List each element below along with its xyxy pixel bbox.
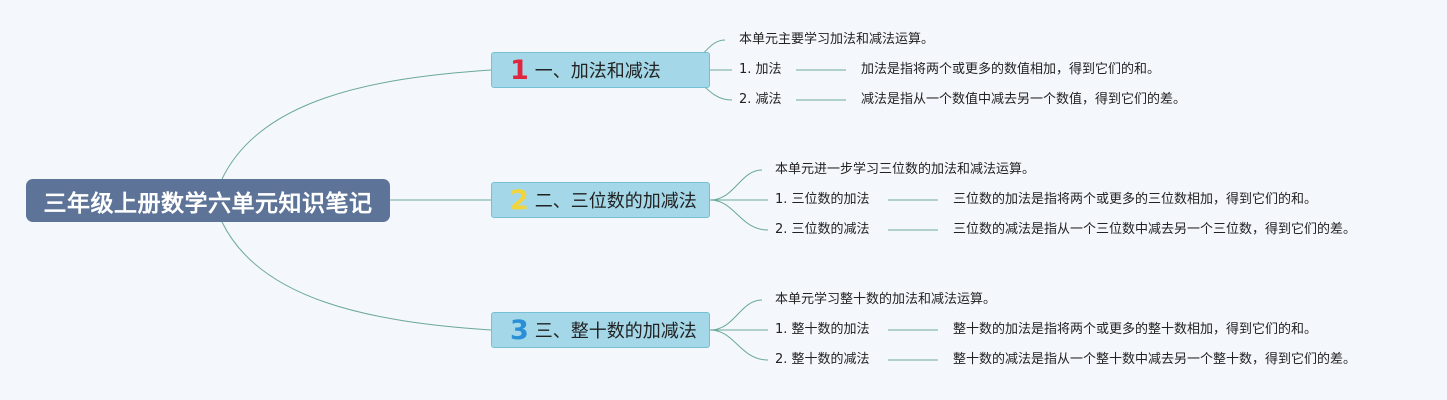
branch-3-topic[interactable]: 3 三、整十数的加减法	[491, 312, 710, 348]
branch-1-item-1-desc: 加法是指将两个或更多的数值相加，得到它们的和。	[861, 62, 1161, 77]
branch-3-to-item-2-line	[709, 329, 769, 361]
branch-3-to-intro-line	[709, 299, 763, 331]
branch-2-title: 二、三位数的加减法	[534, 191, 697, 212]
number-2-icon: 2	[510, 184, 529, 216]
branch-1-item-2-name: 2. 减法	[739, 92, 782, 107]
number-3-icon: 3	[510, 314, 529, 346]
root-to-branch-1-line	[221, 69, 492, 180]
branch-1-item-1-name: 1. 加法	[739, 62, 782, 77]
branch-2-item-2-name: 2. 三位数的减法	[775, 222, 870, 237]
branch-3-item-2-name: 2. 整十数的减法	[775, 352, 870, 367]
branch-3-item-1-name: 1. 整十数的加法	[775, 322, 870, 337]
branch-3-title: 三、整十数的加减法	[534, 321, 697, 342]
branch-1-topic[interactable]: 1 一、加法和减法	[491, 52, 710, 88]
root-topic[interactable]: 三年级上册数学六单元知识笔记	[26, 179, 390, 222]
root-title: 三年级上册数学六单元知识笔记	[43, 190, 373, 217]
branch-2-to-item-2-line	[709, 199, 769, 231]
branch-3-item-2-desc: 整十数的减法是指从一个整十数中减去另一个整十数，得到它们的差。	[953, 352, 1357, 367]
branch-1-item-2-desc: 减法是指从一个数值中减去另一个数值，得到它们的差。	[861, 92, 1187, 107]
branch-3-intro: 本单元学习整十数的加法和减法运算。	[775, 292, 997, 307]
branch-2-intro: 本单元进一步学习三位数的加法和减法运算。	[775, 162, 1036, 177]
branch-1-intro: 本单元主要学习加法和减法运算。	[739, 32, 935, 47]
branch-2-item-1-desc: 三位数的加法是指将两个或更多的三位数相加，得到它们的和。	[953, 192, 1318, 207]
root-to-branch-3-line	[221, 221, 492, 331]
branch-2-to-intro-line	[709, 169, 763, 201]
branch-2-topic[interactable]: 2 二、三位数的加减法	[491, 182, 710, 218]
number-1-icon: 1	[510, 54, 529, 86]
branch-3-item-1-desc: 整十数的加法是指将两个或更多的整十数相加，得到它们的和。	[953, 322, 1318, 337]
branch-2-item-2-desc: 三位数的减法是指从一个三位数中减去另一个三位数，得到它们的差。	[953, 222, 1357, 237]
branch-1-title: 一、加法和减法	[534, 61, 661, 82]
branch-2-item-1-name: 1. 三位数的加法	[775, 192, 870, 207]
